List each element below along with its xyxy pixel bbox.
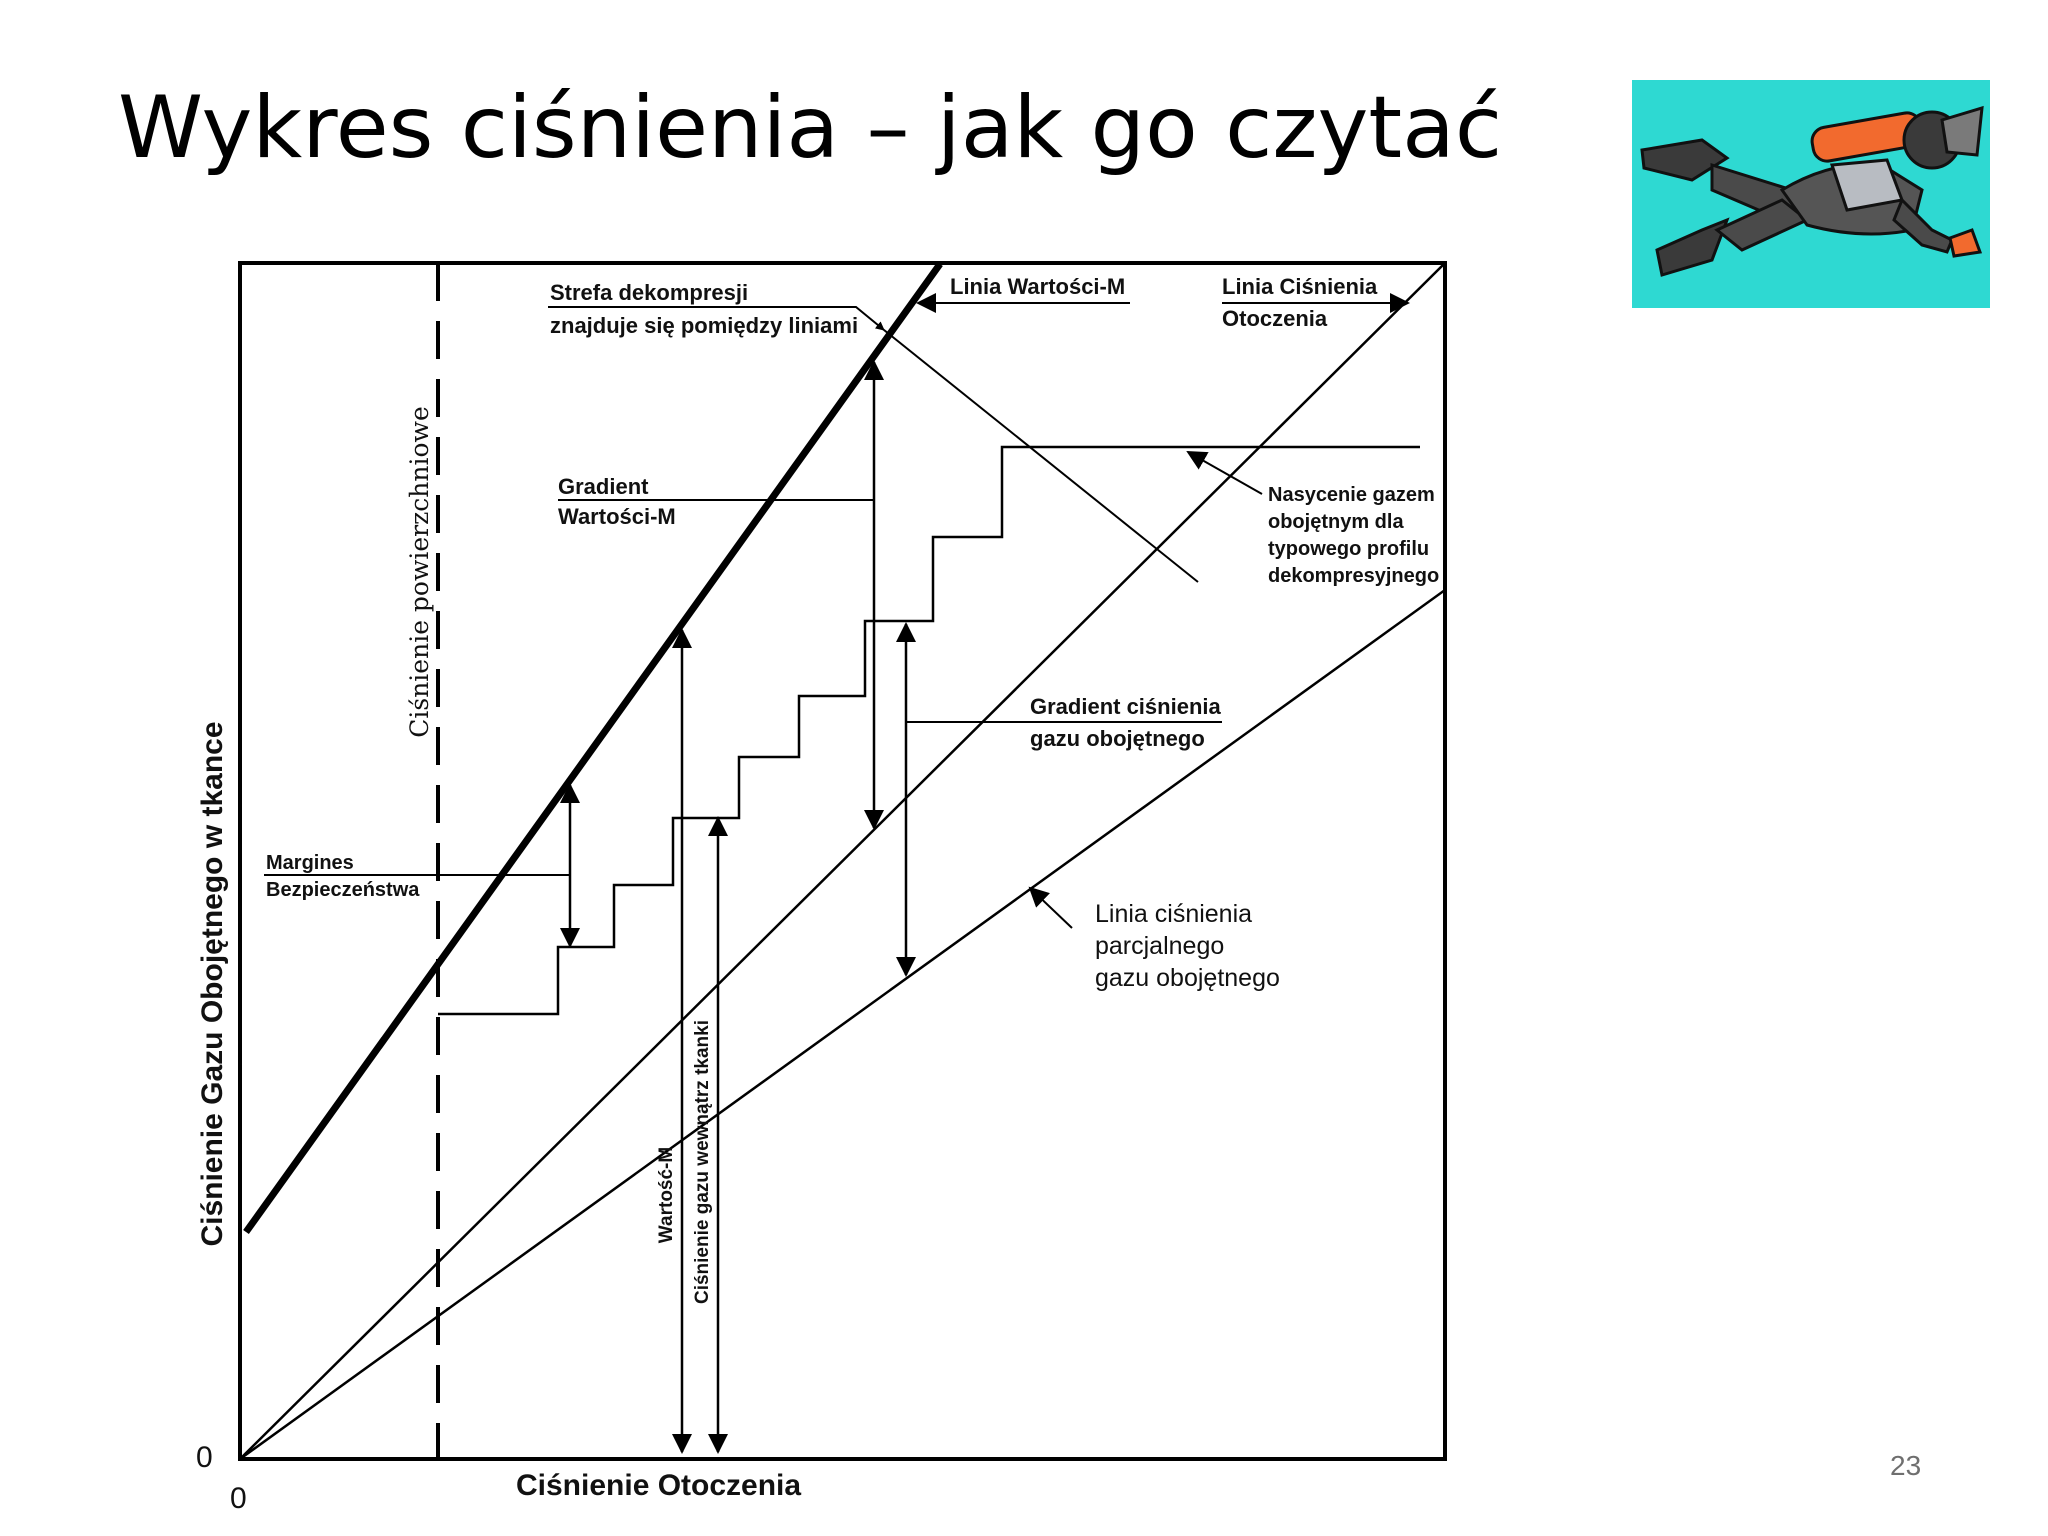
saturation-label: Nasycenie gazem obojętnym dla typowego p… [1268,484,1440,587]
partial-pressure-line [240,588,1445,1459]
plot-frame [238,261,1447,1461]
surface-pressure-label: Ciśnienie powierzchniowe [405,406,434,738]
ambient-pressure-line [240,263,1445,1459]
scuba-diver-icon [1632,80,1990,308]
decompression-zone-pointer-line [883,329,1199,583]
m-value-line-label: Linia Wartości-M [950,274,1125,299]
safety-margin-label: Margines Bezpieczeństwa [266,852,420,901]
decompression-zone-label: Strefa dekompresji znajduje się pomiędzy… [550,280,858,338]
m-value-gradient-label: Gradient Wartości-M [558,474,676,529]
m-value-line [243,261,943,1235]
partial-pressure-label: Linia ciśnienia parcjalnego gazu obojętn… [1095,900,1280,992]
slide-title: Wykres ciśnienia – jak go czytać [118,78,1503,178]
saturation-leader [1186,451,1263,495]
inert-gradient-label: Gradient ciśnienia gazu obojętnego [1030,694,1227,751]
decompression-zone-leader [548,306,885,331]
ambient-line-label: Linia Ciśnienia Otoczenia [1222,274,1383,331]
origin-x-label: 0 [230,1482,247,1515]
x-axis-label: Ciśnienie Otoczenia [516,1469,801,1502]
tissue-pressure-label: Ciśnienie gazu wewnątrz tkanki [692,1020,713,1304]
origin-y-label: 0 [196,1441,213,1474]
page-number: 23 [1890,1450,1922,1481]
decompression-profile-line [438,445,1420,1016]
y-axis-label: Ciśnienie Gazu Obojętnego w tkance [196,721,229,1246]
m-value-label: Wartość-M [656,1147,677,1243]
partial-pressure-leader [1028,886,1073,929]
